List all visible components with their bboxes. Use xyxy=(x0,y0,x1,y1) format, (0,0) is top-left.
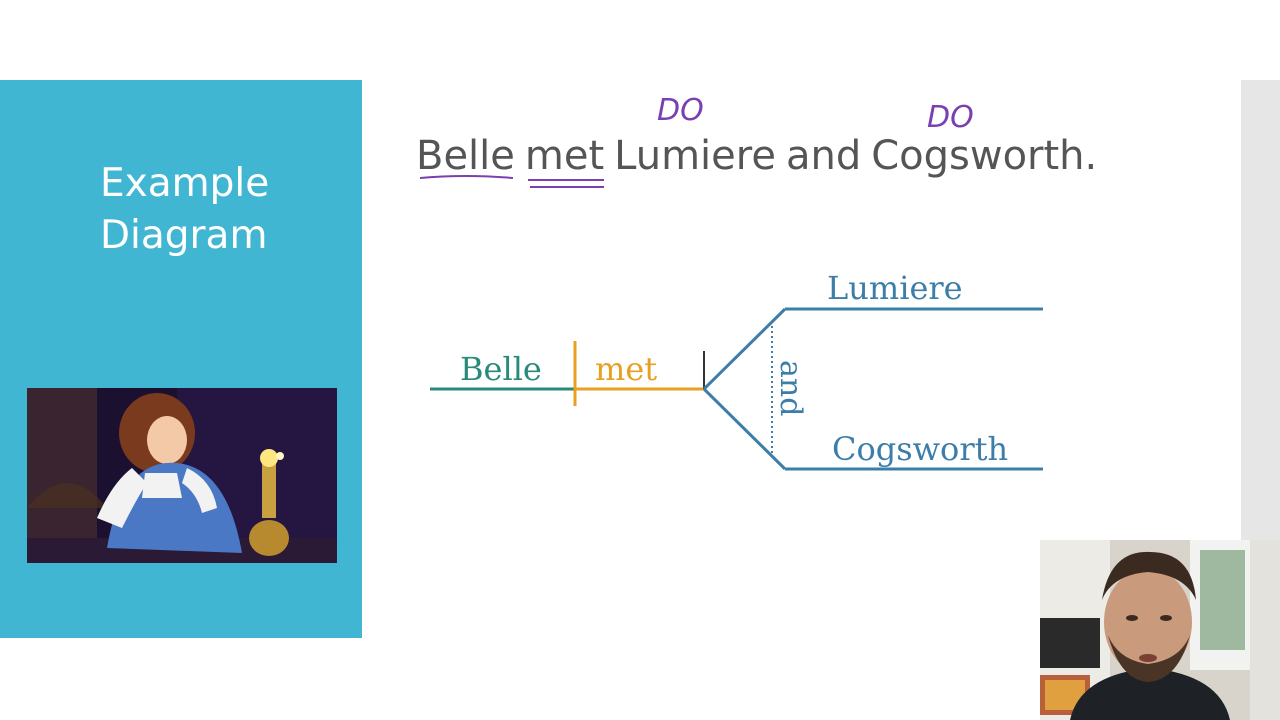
diagram-object-2: Cogsworth xyxy=(832,430,1008,468)
word-lumiere: Lumiere xyxy=(614,133,776,179)
word-and: and xyxy=(785,133,862,179)
object-fork-lower xyxy=(702,387,787,471)
diagram-subject: Belle xyxy=(460,350,542,388)
object-fork-upper xyxy=(702,307,787,391)
direct-object-label-1: DO xyxy=(657,93,704,128)
slide-title: Example Diagram xyxy=(100,158,340,262)
cartoon-illustration xyxy=(27,388,337,563)
diagram-object-1: Lumiere xyxy=(827,269,963,307)
word-cogsworth: Cogsworth. xyxy=(871,133,1098,179)
presenter-video xyxy=(1040,540,1280,720)
side-strip xyxy=(1241,80,1280,540)
title-panel: Example Diagram xyxy=(0,80,362,638)
sentence-diagram: Belle met Lumiere Cogsworth and xyxy=(430,269,1043,471)
slide-title-line-1: Example xyxy=(100,161,270,206)
diagram-conjunction: and xyxy=(773,360,808,416)
word-met: met xyxy=(524,133,605,179)
diagram-verb: met xyxy=(595,350,657,388)
slide-title-line-2: Diagram xyxy=(100,213,268,258)
word-belle: Belle xyxy=(416,133,515,179)
